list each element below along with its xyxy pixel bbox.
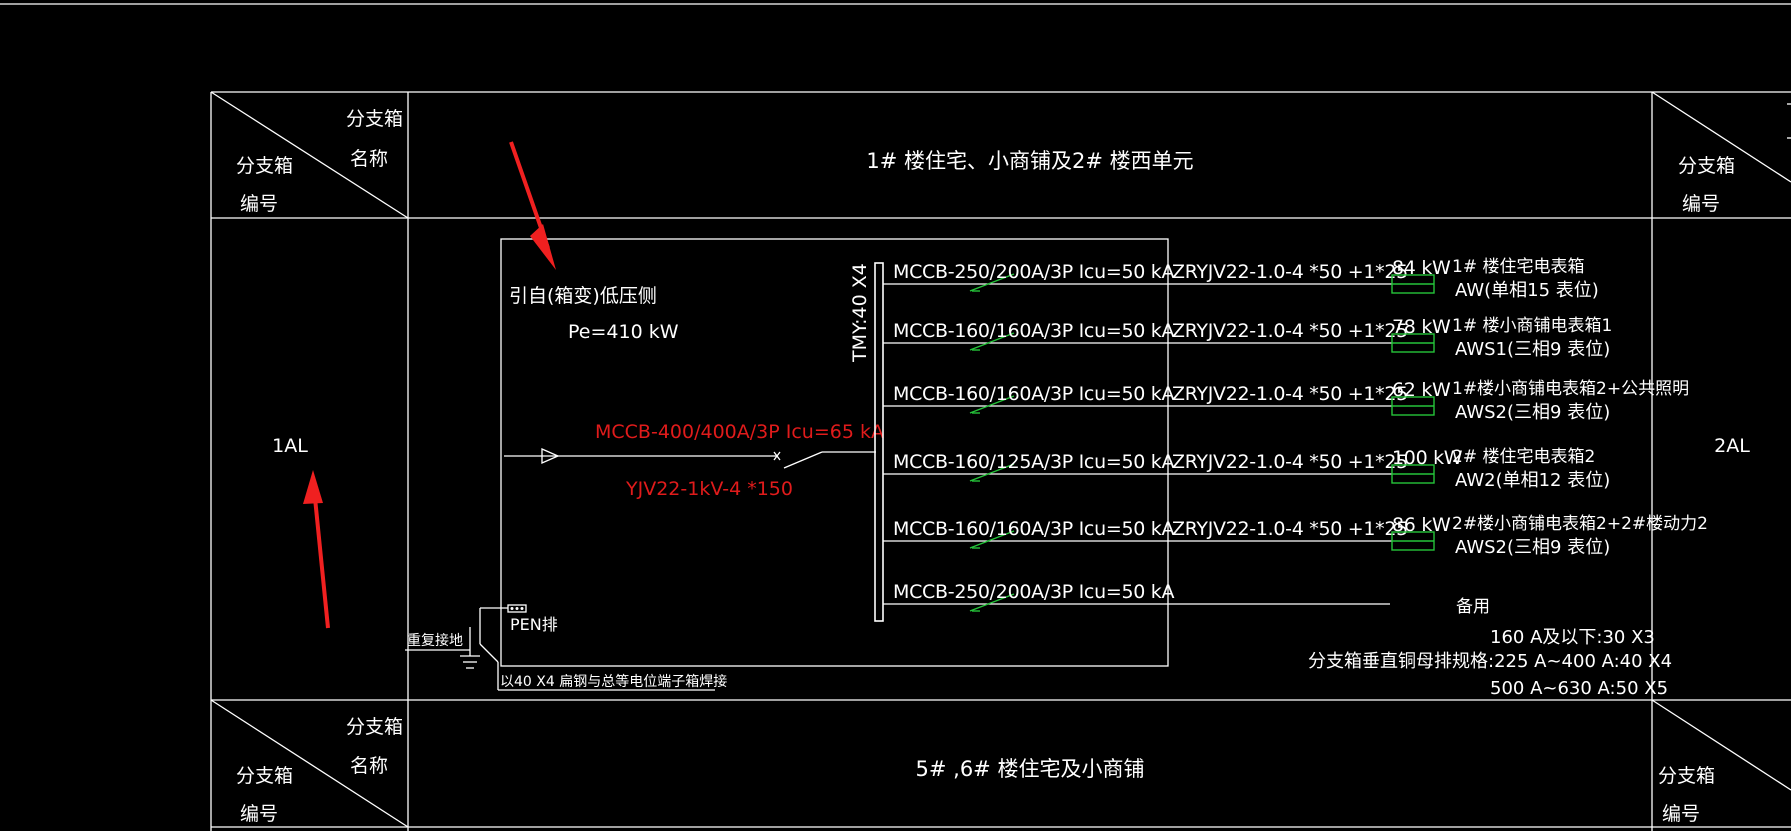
annotation-arrow-top (509, 141, 556, 270)
feeder-breaker-label-1: MCCB-250/200A/3P Icu=50 kA (893, 261, 1174, 283)
section1-title: 1# 楼住宅、小商铺及2# 楼西单元 (866, 149, 1193, 173)
busbar-label: TMY:40 X4 (849, 263, 871, 363)
feeder-dest1-2: 1# 楼小商铺电表箱1 (1452, 316, 1612, 336)
feeder-switch-4 (969, 463, 1015, 482)
header-left-label2: 编号 (240, 193, 278, 215)
feeder-cable-label-2: ZRYJV22-1.0-4 *50 +1*25 (1172, 320, 1408, 342)
feeder-dest2-3: AWS2(三相9 表位) (1455, 402, 1610, 423)
header-left-label2-r3: 编号 (240, 803, 278, 825)
feeder-breaker-label-5: MCCB-160/160A/3P Icu=50 kA (893, 518, 1174, 540)
feeder-power-label-5: 86 kW (1392, 514, 1451, 536)
feeder-cable-label-5: ZRYJV22-1.0-4 *50 +1*25 (1172, 518, 1408, 540)
feeder-switch-5 (969, 530, 1015, 549)
feeder-power-label-4: 100 kW (1392, 447, 1463, 469)
feeder-dest2-1: AW(单相15 表位) (1455, 280, 1599, 301)
pe-label: Pe=410 kW (568, 321, 679, 343)
pen-label: PEN排 (510, 615, 558, 634)
feeder-dest2-2: AWS1(三相9 表位) (1455, 339, 1610, 360)
feeder-switch-3 (969, 395, 1015, 414)
note-line2: 分支箱垂直铜母排规格:225 A~400 A:40 X4 (1308, 651, 1672, 672)
incoming-line (504, 448, 876, 469)
source-label: 引自(箱变)低压侧 (509, 285, 657, 307)
note-line3: 500 A~630 A:50 X5 (1490, 678, 1668, 699)
feeder-breaker-label-2: MCCB-160/160A/3P Icu=50 kA (893, 320, 1174, 342)
feeder-dest1-5: 2#楼小商铺电表箱2+2#楼动力2 (1452, 514, 1708, 534)
feeder-power-label-1: 84 kW (1392, 257, 1451, 279)
header-left-label: 分支箱 (236, 155, 293, 177)
feeder-dest2-5: AWS2(三相9 表位) (1455, 537, 1610, 558)
ground-label: 重复接地 (407, 632, 463, 649)
feeder-breaker-label-6: MCCB-250/200A/3P Icu=50 kA (893, 581, 1174, 603)
feeder-breaker-label-4: MCCB-160/125A/3P Icu=50 kA (893, 451, 1174, 473)
feeder-switch-1 (969, 273, 1015, 292)
feeder-cable-label-4: ZRYJV22-1.0-4 *50 +1*25 (1172, 451, 1408, 473)
feeder-dest1-6: 备用 (1456, 597, 1490, 617)
header-top-label: 分支箱 (346, 108, 403, 130)
feeder-cable-label-3: ZRYJV22-1.0-4 *50 +1*25 (1172, 383, 1408, 405)
header-right-label-r3: 分支箱 (1658, 765, 1715, 787)
busbar (874, 262, 884, 622)
feeder-dest1-3: 1#楼小商铺电表箱2+公共照明 (1452, 379, 1689, 399)
box-left-id: 1AL (272, 435, 308, 457)
main-breaker-label: MCCB-400/400A/3P Icu=65 kA (595, 421, 884, 443)
feeder-breaker-label-3: MCCB-160/160A/3P Icu=50 kA (893, 383, 1174, 405)
feeder-dest1-4: 2# 楼住宅电表箱2 (1452, 447, 1595, 467)
grounding-group (405, 604, 715, 691)
ground-note: 以40 X4 扁钢与总等电位端子箱焊接 (500, 673, 727, 690)
header-right-label: 分支箱 (1678, 155, 1735, 177)
box-right-id: 2AL (1714, 435, 1750, 457)
feeder-dest1-1: 1# 楼住宅电表箱 (1452, 257, 1584, 277)
header-right-label2: 编号 (1682, 193, 1720, 215)
header-right-label2-r3: 编号 (1662, 803, 1700, 825)
main-cable-label: YJV22-1kV-4 *150 (625, 478, 793, 500)
table-frame (210, 91, 1791, 831)
header-top-label2: 名称 (350, 148, 388, 170)
feeder-power-label-2: 78 kW (1392, 316, 1451, 338)
feeder-dest2-4: AW2(单相12 表位) (1455, 470, 1610, 491)
annotation-arrow-left (303, 470, 330, 629)
feeder-group: MCCB-250/200A/3P Icu=50 kAZRYJV22-1.0-4 … (883, 257, 1708, 617)
feeder-power-label-3: 62 kW (1392, 379, 1451, 401)
header-left-label-r3: 分支箱 (236, 765, 293, 787)
header-top-label-r3: 分支箱 (346, 716, 403, 738)
feeder-switch-6 (969, 593, 1015, 612)
section2-title: 5# ,6# 楼住宅及小商铺 (916, 757, 1145, 781)
feeder-switch-2 (969, 332, 1015, 351)
distribution-box-outline (500, 238, 1169, 667)
feeder-cable-label-1: ZRYJV22-1.0-4 *50 +1*25 (1172, 261, 1408, 283)
header-top-label2-r3: 名称 (350, 755, 388, 777)
note-line1: 160 A及以下:30 X3 (1490, 627, 1655, 648)
